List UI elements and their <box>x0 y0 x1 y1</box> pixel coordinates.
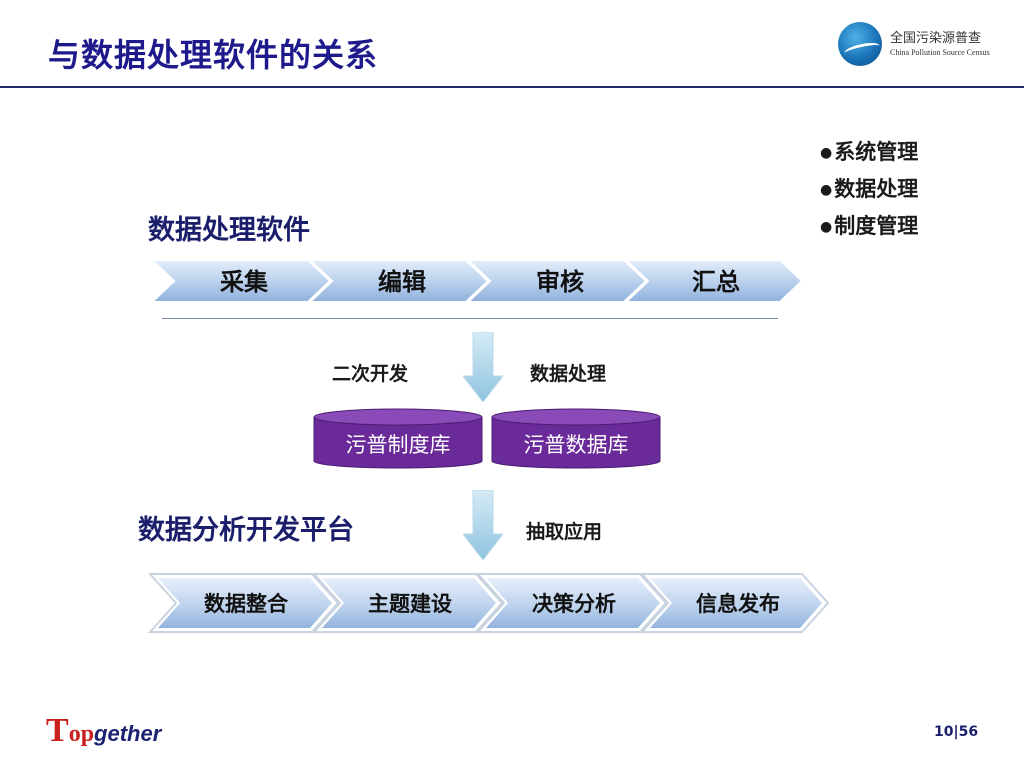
logo-text-cn: 全国污染源普查 <box>890 31 982 46</box>
step-label: 编辑 <box>378 268 426 296</box>
census-logo: 全国污染源普查 China Pollution Source Census <box>838 22 1008 70</box>
down-arrow-icon <box>463 332 503 402</box>
slide-title: 与数据处理软件的关系 <box>48 36 379 74</box>
chevron-step <box>465 259 648 303</box>
database-label: 污普制度库 <box>346 433 451 457</box>
chevron-step <box>623 259 804 303</box>
topgether-logo: Topgether <box>46 712 162 749</box>
down-arrow-icon <box>463 490 503 560</box>
step-label: 主题建设 <box>368 592 452 616</box>
software-heading: 数据处理软件 <box>148 215 310 246</box>
chevron-step <box>307 259 490 303</box>
chevron-fill <box>158 578 332 628</box>
software-process: 采集 编辑 审核 汇总 <box>150 259 804 303</box>
secondary-dev-label: 二次开发 <box>332 363 409 385</box>
chevron-fill <box>486 578 660 628</box>
bullet-item: ●系统管理 <box>820 140 919 164</box>
bullet-item: ●数据处理 <box>820 177 919 201</box>
section-divider <box>162 318 778 319</box>
platform-process: 数据整合 主题建设 决策分析 信息发布 <box>148 573 830 633</box>
chevron-step <box>150 259 332 303</box>
chevron-fill <box>322 578 496 628</box>
database-label: 污普数据库 <box>524 433 629 457</box>
extract-apply-label: 抽取应用 <box>526 521 603 543</box>
data-processing-label: 数据处理 <box>530 363 607 385</box>
database-cylinder: 污普数据库 <box>491 408 661 469</box>
platform-heading: 数据分析开发平台 <box>138 515 354 546</box>
step-label: 决策分析 <box>532 592 616 616</box>
logo-text-en: China Pollution Source Census <box>890 48 990 57</box>
bullet-item: ●制度管理 <box>820 214 919 238</box>
step-label: 汇总 <box>692 268 740 296</box>
database-cylinder: 污普制度库 <box>313 408 483 469</box>
step-label: 采集 <box>220 268 269 296</box>
title-underline <box>0 86 1024 88</box>
step-label: 数据整合 <box>204 592 289 616</box>
step-label: 信息发布 <box>696 592 780 616</box>
chevron-fill <box>650 578 822 628</box>
page-number: 10|56 <box>934 724 979 740</box>
step-label: 审核 <box>536 268 584 296</box>
globe-icon <box>838 22 882 66</box>
bullet-list: ●系统管理 ●数据处理 ●制度管理 <box>820 134 918 245</box>
